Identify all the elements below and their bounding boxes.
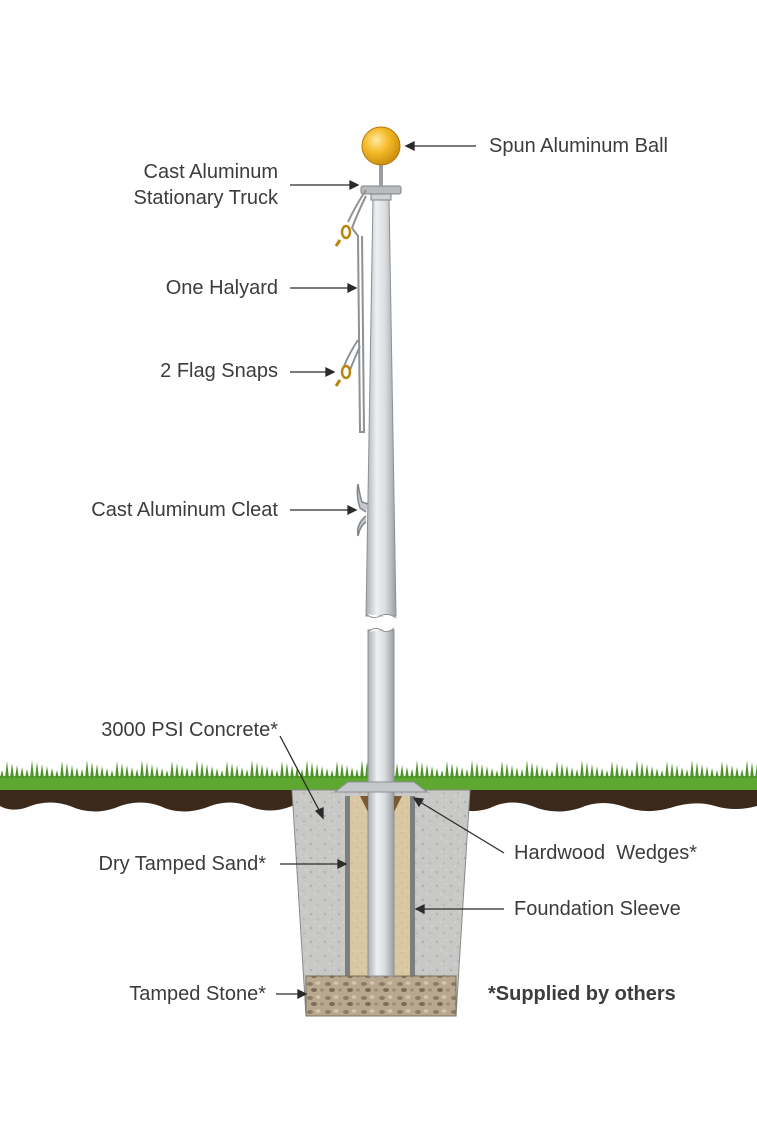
label-cleat: Cast Aluminum Cleat xyxy=(91,499,278,521)
pole-lower xyxy=(367,629,395,977)
label-wedges: Hardwood Wedges* xyxy=(514,842,698,864)
stationary-truck xyxy=(360,185,402,195)
label-halyard: One Halyard xyxy=(165,277,278,299)
wedge-right xyxy=(394,796,402,812)
leader-lines xyxy=(276,140,505,1000)
label-flag-snaps: 2 Flag Snaps xyxy=(160,360,278,382)
supplied-by-others-note: *Supplied by others xyxy=(488,983,676,1005)
foundation-sleeve-right xyxy=(410,796,415,976)
spun-aluminum-ball xyxy=(361,126,401,166)
label-sand: Dry Tamped Sand* xyxy=(98,853,267,875)
flag-snap-1 xyxy=(334,224,352,247)
wedge-left xyxy=(360,796,368,812)
label-sleeve: Foundation Sleeve xyxy=(514,898,681,920)
label-concrete: 3000 PSI Concrete* xyxy=(101,719,278,741)
halyard xyxy=(347,189,367,433)
flash-collar xyxy=(333,781,429,793)
label-stone: Tamped Stone* xyxy=(129,983,266,1005)
pole-upper xyxy=(365,195,397,617)
stone-fill xyxy=(305,975,457,1017)
label-spun-aluminum-ball: Spun Aluminum Ball xyxy=(489,135,668,157)
pole-break-lower xyxy=(367,627,395,633)
label-truck-line1: Cast Aluminum xyxy=(143,161,279,183)
label-truck-line2: Stationary Truck xyxy=(133,187,278,209)
pole-break-upper xyxy=(365,613,397,619)
foundation-sleeve-left xyxy=(345,796,350,976)
cleat xyxy=(356,483,369,537)
flag-snap-2 xyxy=(334,364,352,387)
